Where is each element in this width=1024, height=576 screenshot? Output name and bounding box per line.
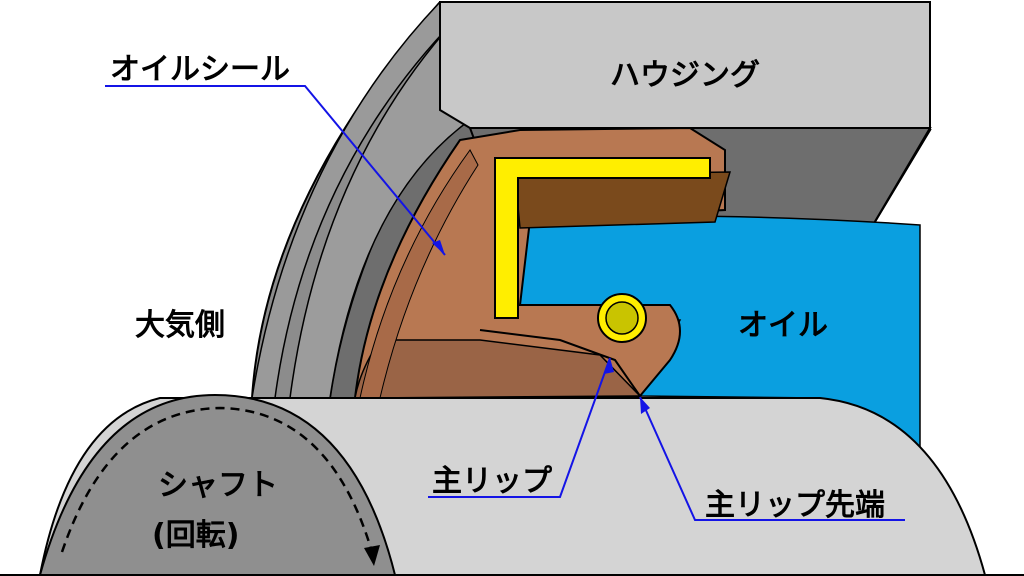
label-main-lip: 主リップ xyxy=(432,464,552,499)
leader-main-lip-tip xyxy=(639,396,905,521)
leader-oil-seal xyxy=(105,85,446,256)
label-oil: オイル xyxy=(738,308,828,343)
leader-main-lip xyxy=(428,357,611,498)
label-oil-seal: オイルシール xyxy=(110,52,290,87)
rotation-arrowhead xyxy=(364,545,380,566)
label-housing: ハウジング xyxy=(610,58,760,93)
metal-insert xyxy=(494,157,711,319)
label-shaft: シャフト xyxy=(158,468,278,503)
leader-main-lip-head xyxy=(604,358,614,374)
label-rotation: (回転) xyxy=(152,518,240,553)
metal-insert-shadow xyxy=(514,171,732,229)
leader-oil-seal-head xyxy=(432,240,445,255)
label-main-lip-tip: 主リップ先端 xyxy=(705,488,885,523)
seal-lip-edge xyxy=(479,329,641,397)
label-atmosphere-side: 大気側 xyxy=(135,308,225,343)
garter-spring-inner xyxy=(605,301,639,335)
leader-main-lip-tip-head xyxy=(640,397,650,414)
rotation-arrow xyxy=(60,406,374,553)
